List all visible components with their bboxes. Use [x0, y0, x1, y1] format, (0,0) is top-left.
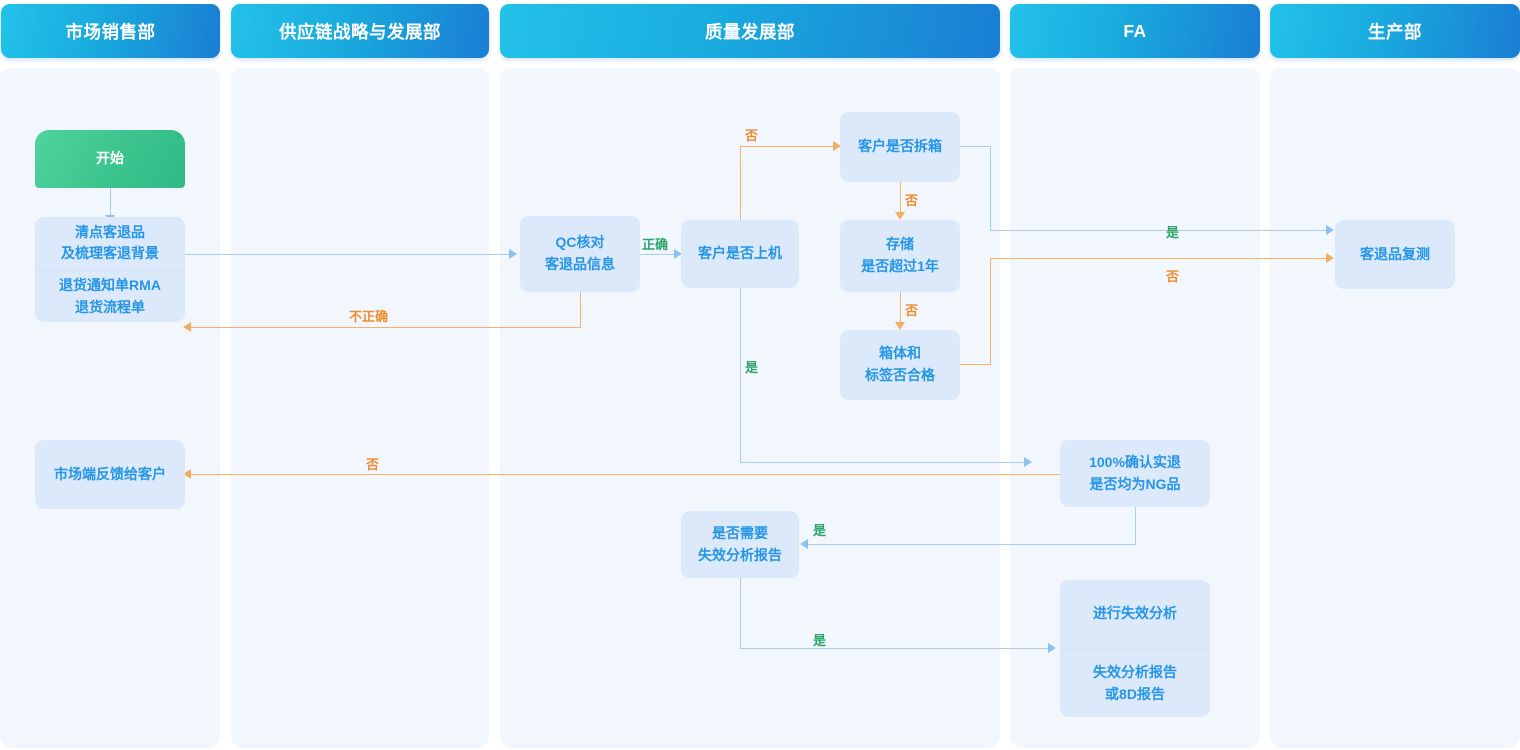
edge-start-to-count	[110, 188, 111, 217]
lane-title: FA	[1123, 20, 1147, 41]
node-start[interactable]: 开始	[35, 130, 185, 188]
node-market-feedback[interactable]: 市场端反馈给客户	[35, 440, 185, 509]
node-customer-onmachine[interactable]: 客户是否上机	[681, 220, 799, 288]
arrowhead-down-orange	[895, 322, 905, 330]
node-need-fa-report[interactable]: 是否需要 失效分析报告	[681, 511, 799, 578]
node-label-line1: 存储	[885, 236, 914, 253]
node-label-line1: 退货通知单RMA	[59, 277, 161, 294]
edge-label-no-market: 否	[366, 457, 380, 472]
edge-qc-to-onmachine	[640, 254, 682, 255]
lane-header-supply-chain[interactable]: 供应链战略与发展部	[231, 4, 489, 58]
lane-title: 市场销售部	[65, 21, 156, 42]
node-label-line1: 是否需要	[712, 524, 768, 541]
node-confirm-ng[interactable]: 100%确认实退 是否均为NG品	[1060, 440, 1210, 507]
edge-label-incorrect: 不正确	[349, 309, 389, 324]
arrowhead-right-orange	[1326, 253, 1334, 263]
node-label-line2: 是否超过1年	[861, 258, 939, 274]
node-label-line1: 失效分析报告	[1093, 664, 1177, 681]
lane-body-production	[1270, 68, 1520, 748]
arrowhead-right	[674, 249, 682, 259]
edge-box-vertical	[990, 258, 991, 365]
node-label: 客户是否上机	[698, 245, 782, 262]
arrowhead-right	[1024, 457, 1032, 467]
edge-box-stub	[960, 364, 990, 365]
edge-onmachine-no-horizontal	[740, 146, 836, 147]
edge-confirm-yes-vertical	[1135, 507, 1136, 545]
arrowhead-left	[800, 539, 808, 549]
lane-title: 质量发展部	[705, 21, 795, 42]
node-label: 客退品复测	[1360, 245, 1430, 262]
edge-label-no-storage: 否	[905, 193, 919, 208]
lane-body-supply-chain	[231, 68, 489, 748]
edge-need-yes-horizontal	[740, 648, 1054, 649]
node-rma-form[interactable]: 退货通知单RMA 退货流程单	[35, 271, 185, 324]
edge-label-yes-onmachine: 是	[745, 360, 759, 375]
node-label-line2: 退货流程单	[74, 298, 145, 315]
arrowhead-right	[509, 249, 517, 259]
node-label-line2: 标签否合格	[865, 367, 935, 383]
edge-storage-no-vertical	[900, 292, 901, 324]
node-label: 进行失效分析	[1093, 605, 1177, 622]
edge-onmachine-yes-vertical	[740, 288, 741, 463]
edge-qc-incorrect-vertical	[580, 292, 581, 328]
arrowhead-right	[1048, 643, 1056, 653]
edge-box-long	[990, 258, 1330, 259]
edge-unbox-yes-long	[990, 230, 1330, 231]
edge-onmachine-no-vertical	[740, 146, 741, 220]
edge-need-yes-vertical	[740, 578, 741, 649]
edge-label-no-unbox: 否	[745, 128, 759, 143]
edge-unbox-yes-vertical	[990, 146, 991, 230]
lane-title: 供应链战略与发展部	[279, 21, 441, 42]
arrowhead-down-orange	[895, 212, 905, 220]
edge-count-to-qc	[185, 254, 510, 255]
node-label: 客户是否拆箱	[858, 138, 942, 155]
edge-label-correct: 正确	[642, 237, 669, 252]
edge-unbox-no-vertical	[900, 182, 901, 214]
node-retest[interactable]: 客退品复测	[1335, 220, 1455, 289]
edge-label-yes-do-fa: 是	[813, 633, 827, 648]
edge-qc-incorrect-horizontal	[190, 327, 581, 328]
node-storage-over-1y[interactable]: 存储 是否超过1年	[840, 220, 960, 292]
lane-header-quality[interactable]: 质量发展部	[500, 4, 1000, 58]
node-customer-unbox[interactable]: 客户是否拆箱	[840, 112, 960, 182]
edge-label-no-retest: 否	[1166, 269, 1180, 284]
edge-onmachine-yes-horizontal	[740, 462, 1030, 463]
node-qc-check[interactable]: QC核对 客退品信息	[520, 216, 640, 292]
node-label-line2: 失效分析报告	[698, 546, 782, 563]
node-count-returns[interactable]: 清点客退品 及梳理客退背景	[35, 217, 185, 271]
node-stack-fa: 进行失效分析 失效分析报告 或8D报告	[1060, 580, 1210, 717]
node-label-line2: 是否均为NG品	[1089, 475, 1181, 492]
lane-header-fa[interactable]: FA	[1010, 4, 1260, 58]
node-label-line1: 清点客退品	[75, 223, 145, 240]
lane-header-market-sales[interactable]: 市场销售部	[1, 4, 220, 58]
edge-label-yes-retest: 是	[1166, 225, 1180, 240]
arrowhead-left-orange	[183, 469, 191, 479]
node-do-fa[interactable]: 进行失效分析	[1060, 580, 1210, 650]
arrowhead-right	[1326, 225, 1334, 235]
node-label-line1: 100%确认实退	[1089, 453, 1181, 470]
arrowhead-left-orange	[183, 322, 191, 332]
edge-unbox-yes-stub	[960, 146, 990, 147]
node-label-line1: QC核对	[555, 234, 605, 251]
lane-title: 生产部	[1368, 21, 1422, 42]
edge-label-no-box: 否	[905, 303, 919, 318]
node-label-line1: 箱体和	[879, 345, 921, 362]
edge-confirm-no-horizontal	[190, 474, 1060, 475]
arrowhead-right-orange	[833, 141, 841, 151]
node-label-line2: 客退品信息	[545, 256, 615, 272]
node-fa-report[interactable]: 失效分析报告 或8D报告	[1060, 650, 1210, 719]
node-box-label-ok[interactable]: 箱体和 标签否合格	[840, 330, 960, 400]
edge-confirm-yes-horizontal	[808, 544, 1136, 545]
node-label-line2: 或8D报告	[1105, 685, 1165, 702]
node-label: 开始	[96, 150, 124, 167]
node-label: 市场端反馈给客户	[54, 465, 166, 482]
node-stack-market-sales: 清点客退品 及梳理客退背景 退货通知单RMA 退货流程单	[35, 217, 185, 322]
node-label-line2: 及梳理客退背景	[61, 245, 159, 262]
lane-header-production[interactable]: 生产部	[1270, 4, 1520, 58]
edge-label-yes-need-report: 是	[813, 523, 827, 538]
